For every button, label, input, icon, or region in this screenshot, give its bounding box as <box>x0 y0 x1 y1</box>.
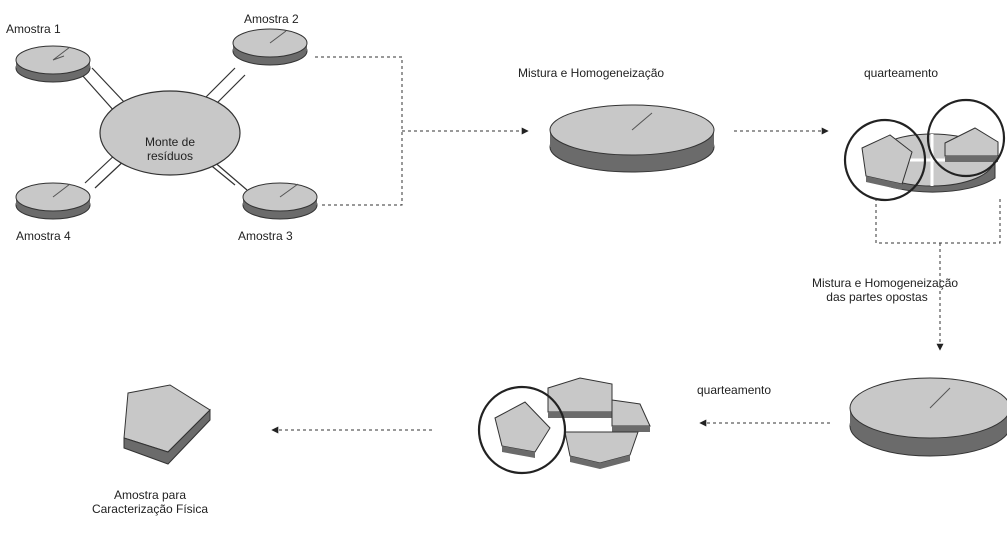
label-amostra-4: Amostra 4 <box>16 229 71 243</box>
label-mistura-partes-line2: das partes opostas <box>812 290 942 304</box>
label-amostra-final-line2: Caracterização Física <box>60 502 240 516</box>
label-amostra-1: Amostra 1 <box>6 22 61 36</box>
label-mistura-partes-line1: Mistura e Homogeneização <box>812 276 942 290</box>
sample-disc-2 <box>233 29 307 65</box>
label-quarteamento-bottom: quarteamento <box>697 383 771 397</box>
quartered-disc-bottom <box>495 378 650 469</box>
collect-dashed-path <box>315 57 402 205</box>
label-monte: Monte de resíduos <box>128 135 212 163</box>
label-amostra-final-line1: Amostra para <box>60 488 240 502</box>
label-quarteamento-top: quarteamento <box>864 66 938 80</box>
mixed-disc <box>550 105 714 172</box>
label-monte-line1: Monte de <box>128 135 212 149</box>
label-amostra-2: Amostra 2 <box>244 12 299 26</box>
quartered-disc-top <box>862 128 998 192</box>
label-monte-line2: resíduos <box>128 149 212 163</box>
label-amostra-3: Amostra 3 <box>238 229 293 243</box>
final-sample-wedge <box>124 385 210 464</box>
opposite-parts-dashed-path <box>876 198 1000 243</box>
sample-disc-1 <box>16 46 90 82</box>
sample-disc-3 <box>243 183 317 219</box>
sample-disc-4 <box>16 183 90 219</box>
label-mistura-partes: Mistura e Homogeneização das partes opos… <box>812 276 942 304</box>
label-amostra-final: Amostra para Caracterização Física <box>60 488 240 516</box>
label-mistura-homogeneizacao: Mistura e Homogeneização <box>518 66 664 80</box>
mixed-disc-bottom <box>850 378 1007 456</box>
